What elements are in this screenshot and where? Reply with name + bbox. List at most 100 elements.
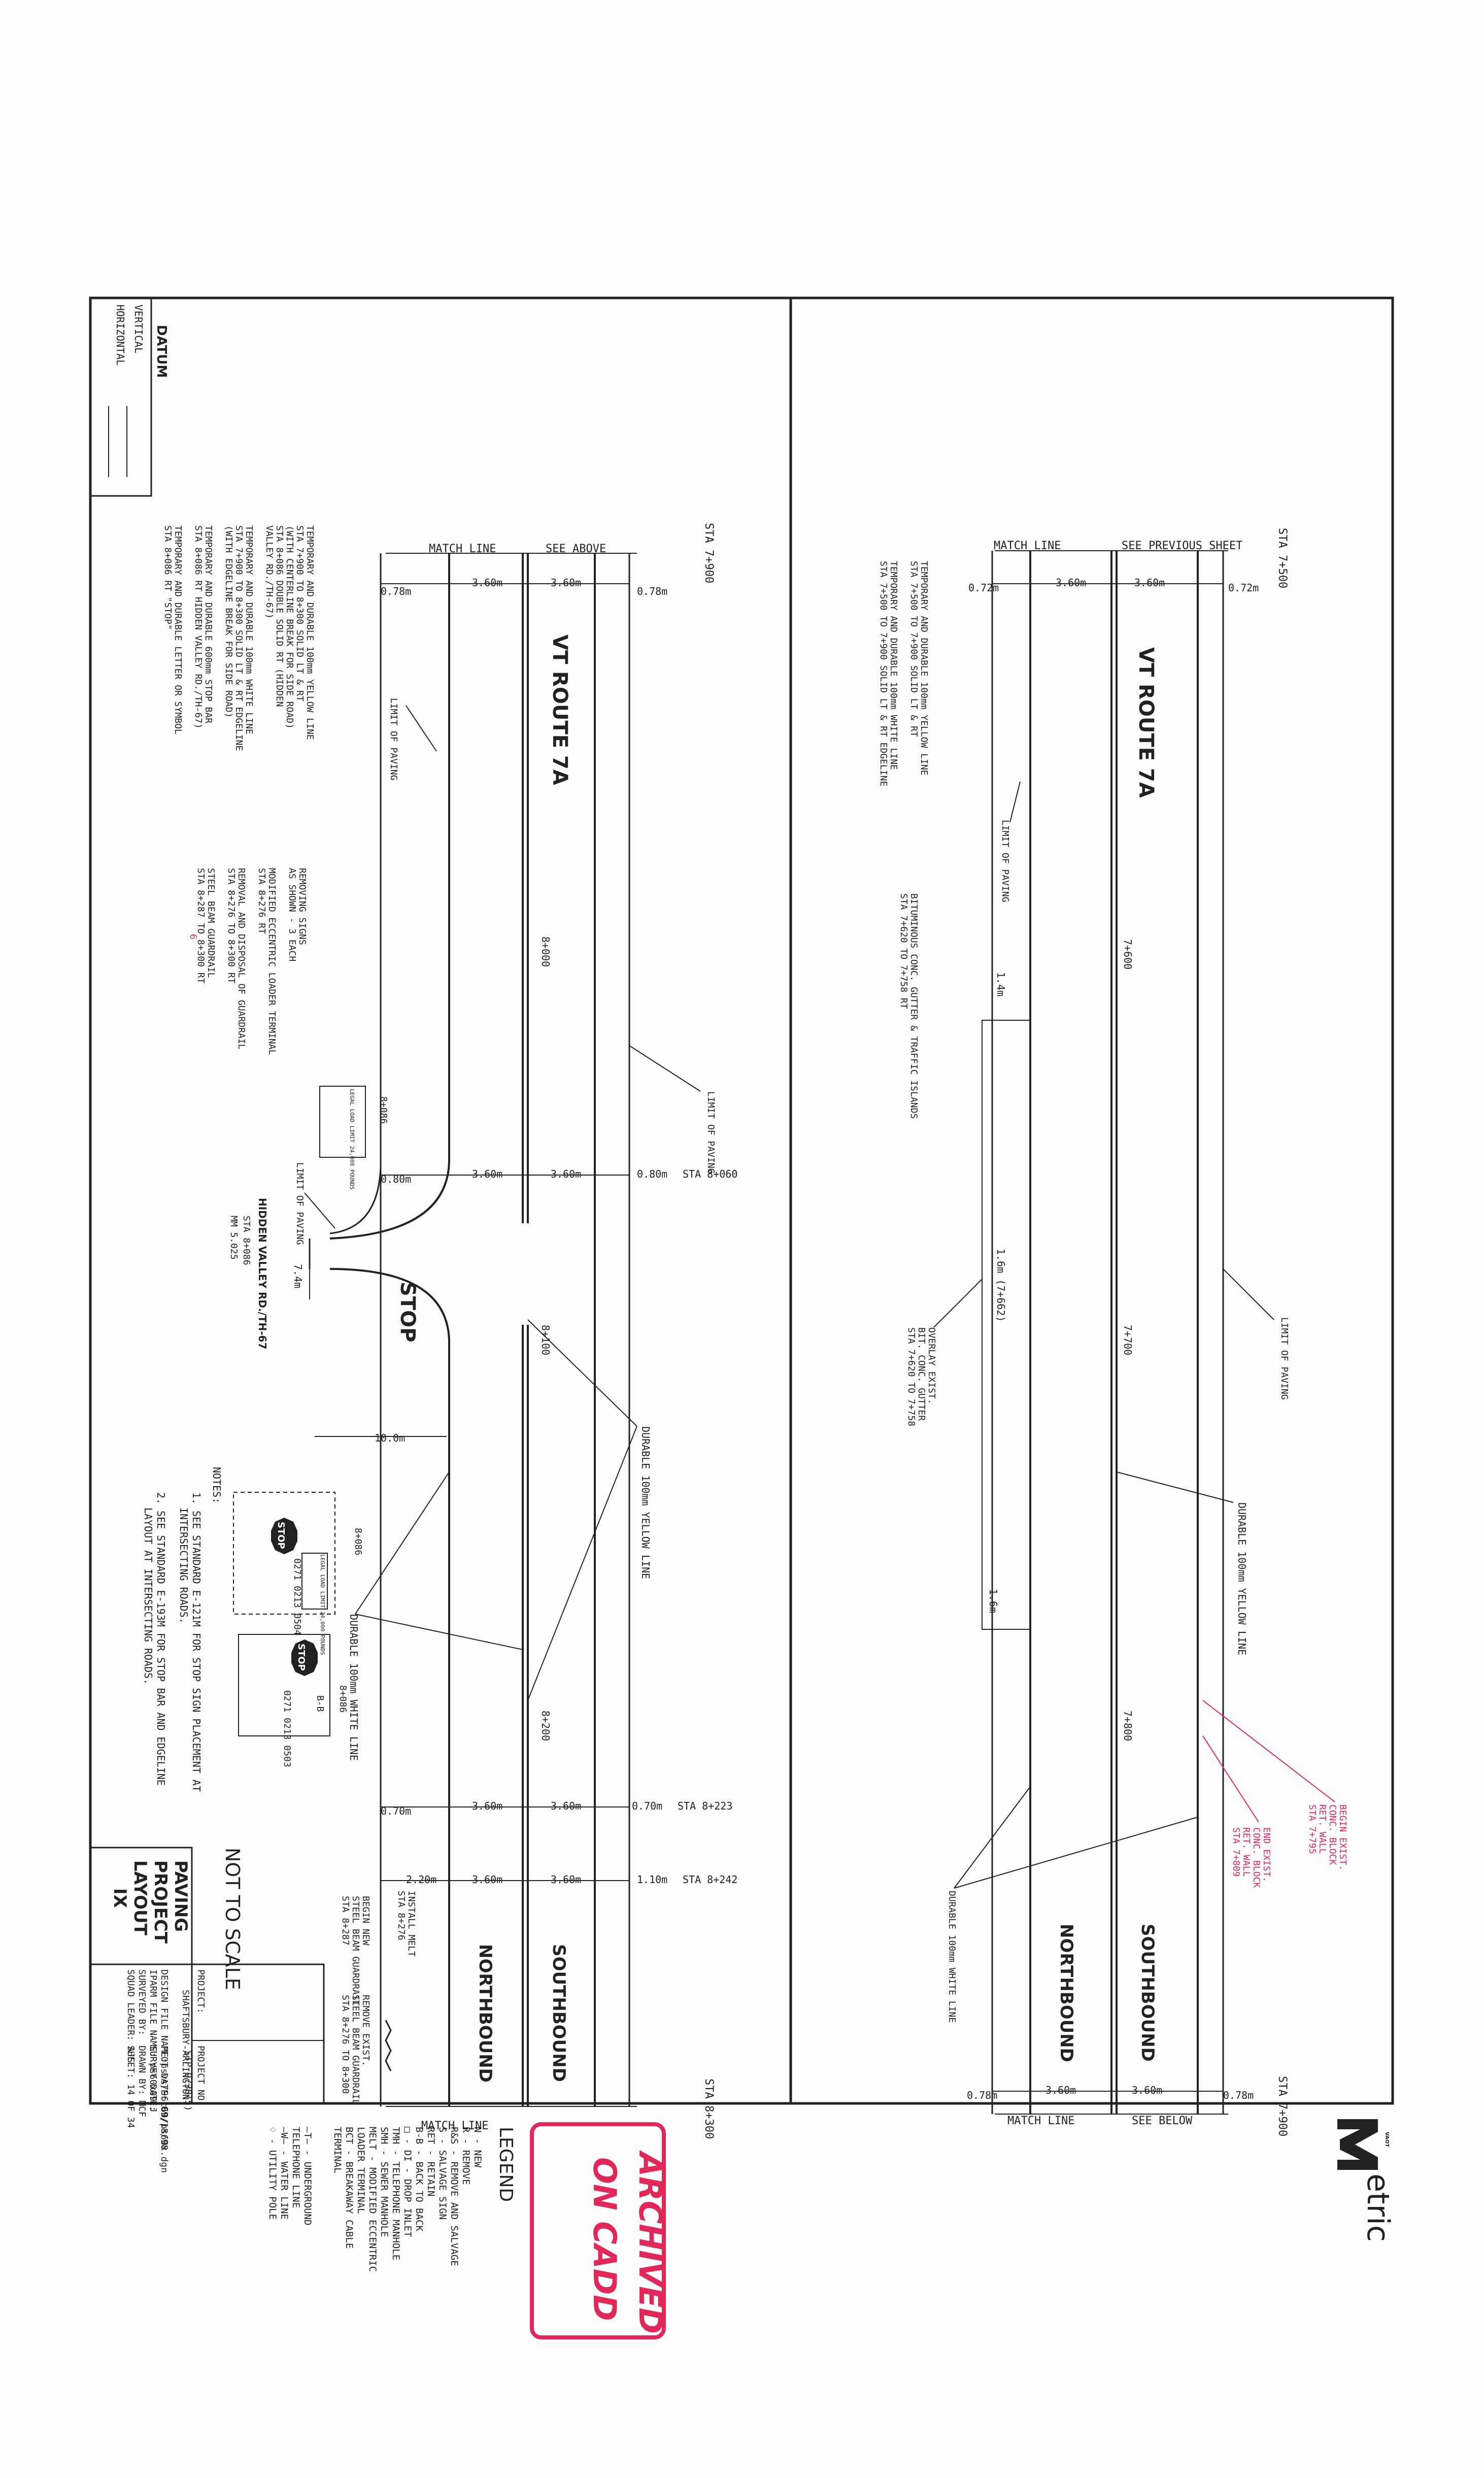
legend-item: TERMINAL: [332, 2127, 343, 2173]
sign-limit-top: LEGAL LOAD LIMIT 24,000 POUNDS: [349, 1089, 355, 1190]
legend-item: MELT - MODIFIED ECCENTRIC: [367, 2127, 378, 2272]
legend-item: □ - DI - DROP INLET: [402, 2127, 413, 2237]
right-mark2a: STA 7+500 TO 7+900 SOLID LT & RT EDGELIN…: [878, 561, 889, 786]
right-tick-770: 7+700: [1122, 1325, 1134, 1355]
stop-sign-2-icon: [291, 1639, 318, 1676]
sign-limit-1: LEGAL LOAD LIMIT 24,000 POUNDS: [319, 1554, 326, 1655]
right-route-label: VT ROUTE 7A: [1134, 647, 1158, 798]
stop-sign-icon: [271, 1518, 297, 1554]
right-shoulder-right: 0.72m: [1228, 582, 1259, 594]
end-exist: END EXIST.: [1261, 1827, 1272, 1882]
sign-codes-1: 0271 0213 0504: [292, 1558, 302, 1635]
plot-date: PLOT DATE: 09/18/98: [159, 2046, 170, 2150]
legend-item: S - SALVAGE SIGN: [437, 2127, 448, 2220]
begin-new-sta: STA 8+287: [340, 1896, 351, 1946]
left-limit-paving-1: LIMIT OF PAVING: [388, 698, 399, 781]
title-layout: LAYOUT: [130, 1860, 150, 1936]
left-shoulder-low-right: 0.70m: [632, 1800, 662, 1812]
metric-logo: etric VAOT: [1337, 2119, 1396, 2242]
right-dim-16: 1.6m (7+662): [995, 1249, 1007, 1322]
right-lane-a: 3.60m: [1056, 577, 1086, 589]
begin-exist-c: RET. WALL: [1317, 1804, 1328, 1854]
right-mark1a: STA 7+500 TO 7+900 SOLID LT & RT: [908, 561, 919, 737]
begin-exist-b: CONC. BLOCK: [1327, 1804, 1338, 1865]
side-road-width: 7.4m: [292, 1264, 304, 1288]
not-to-scale: NOT TO SCALE: [221, 1848, 244, 1990]
sign-assembly-2: [238, 1634, 330, 1736]
project-label: PROJECT:: [195, 1969, 206, 2014]
left-item4a: STA 8+287 TO 8+300 RT: [195, 868, 206, 984]
left-southbound: SOUTHBOUND: [549, 1944, 569, 2082]
begin-new: BEGIN NEW: [360, 1896, 371, 1946]
note-2b: LAYOUT AT INTERSECTING ROADS.: [142, 1508, 154, 1685]
left-lane-b: 3.60m: [551, 577, 581, 589]
archived-stamp: [530, 2122, 666, 2339]
sign-assembly-top: [319, 1086, 366, 1158]
right-tick-780: 7+800: [1122, 1711, 1134, 1741]
left-item1: REMOVING SIGNS: [297, 868, 308, 945]
legend-item: BCT - BREAKAWAY CABLE: [344, 2127, 355, 2249]
note-2: 2. SEE STANDARD E-193M FOR STOP BAR AND …: [155, 1492, 167, 1786]
right-shoulder-bot-right: 0.78m: [1223, 2089, 1254, 2101]
left-route-label: VT ROUTE 7A: [548, 634, 571, 785]
drawn-by: DRAWN BY: MCF: [137, 2046, 147, 2117]
left-mark3: TEMPORARY AND DURABLE 600mm STOP BAR: [203, 525, 214, 723]
title-sheet-num: IX: [110, 1888, 130, 1908]
sheet-border: [89, 296, 1394, 2105]
side-road-mm: MM 5.025: [228, 1216, 239, 1260]
surveyed-by: SURVEYED BY:: [137, 1969, 147, 2035]
begin-exist-sta: STA 7+795: [1307, 1804, 1318, 1854]
left-mark2: TEMPORARY AND DURABLE 100mm WHITE LINE: [244, 525, 254, 734]
legend-item: —T— - UNDERGROUND: [302, 2127, 313, 2225]
right-northbound: NORTHBOUND: [1056, 1924, 1076, 2062]
left-durable-white: DURABLE 100mm WHITE LINE: [348, 1614, 360, 1761]
left-lane-b-low: 3.60m: [551, 1800, 581, 1812]
datum-horizontal: HORIZONTAL: [114, 305, 126, 365]
left-item4-note: 6: [188, 934, 198, 940]
remove-exist-2: STEEL BEAM GUARDRAIL: [350, 1995, 361, 2105]
right-mark3: BITUMINOUS CONC. GUTTER & TRAFFIC ISLAND…: [908, 893, 919, 1119]
sign-2-sta: 8+086: [338, 1685, 348, 1713]
sheet-number: SHEET: 14 OF 34: [125, 2046, 136, 2128]
stop-sign-2-text: STOP: [296, 1644, 307, 1671]
legend-item: —W— - WATER LINE: [279, 2127, 290, 2220]
legend-item: B-B - BACK TO BACK: [414, 2127, 425, 2231]
title-paving: PAVING: [171, 1860, 191, 1932]
stamp-line2: ON CADD: [586, 2157, 623, 2321]
install-melt-sta: STA 8+276: [396, 1891, 407, 1940]
left-shoulder-top-left: 0.78m: [381, 585, 411, 597]
logo-small: VAOT: [1384, 2132, 1390, 2147]
project-no: STP 9730(5): [183, 2051, 193, 2111]
right-match-line-top: MATCH LINE: [994, 540, 1061, 552]
left-mark3a: STA 8+086 RT HIDDEN VALLEY RD./TH-67): [193, 525, 204, 729]
legend-item: TMH - TELEPHONE MANHOLE: [390, 2127, 401, 2260]
right-limit-paving-1: LIMIT OF PAVING: [1000, 820, 1010, 902]
sign-top-sta: 8+086: [378, 1096, 389, 1124]
begin-exist: BEGIN EXIST.: [1337, 1804, 1348, 1870]
legend-item: SMH - SEWER MANHOLE: [379, 2127, 390, 2237]
left-lane-a: 3.60m: [472, 577, 502, 589]
logo-word: etric: [1360, 2173, 1396, 2242]
left-roadway: [309, 553, 637, 2107]
sign-assembly-1: [233, 1492, 335, 1615]
stop-pavement-marking: STOP: [396, 1282, 419, 1342]
left-mark1d: VALLEY RD./TH-67): [264, 525, 275, 619]
overlay-exist-b: BIT. CONC. GUTTER: [916, 1327, 927, 1421]
right-sta-top: STA 7+500: [1276, 528, 1289, 588]
sign-1-sta: 8+086: [353, 1528, 363, 1555]
left-sta-top: STA 7+900: [702, 523, 715, 583]
sign-2-bb: B-B: [315, 1695, 325, 1712]
side-road-sta: STA 8+086: [241, 1216, 252, 1265]
right-match-line-bottom: MATCH LINE: [1007, 2115, 1074, 2127]
left-match-line-bottom: MATCH LINE: [421, 2120, 488, 2132]
side-road-name: HIDDEN VALLEY RD./TH-67: [256, 1198, 268, 1349]
left-match-line-top: MATCH LINE: [429, 543, 496, 555]
overlay-exist-sta: STA 7+620 TO 7+758: [906, 1327, 917, 1426]
right-sta-bottom: STA 7+900: [1276, 2076, 1289, 2136]
left-lane-b-bot: 3.60m: [551, 1873, 581, 1886]
left-shoulder-bot-right: 1.10m: [637, 1873, 667, 1886]
metric-m-icon: [1337, 2119, 1378, 2170]
traffic-island: [982, 1020, 1031, 1630]
overlay-exist: OVERLAY EXIST.: [926, 1327, 937, 1404]
